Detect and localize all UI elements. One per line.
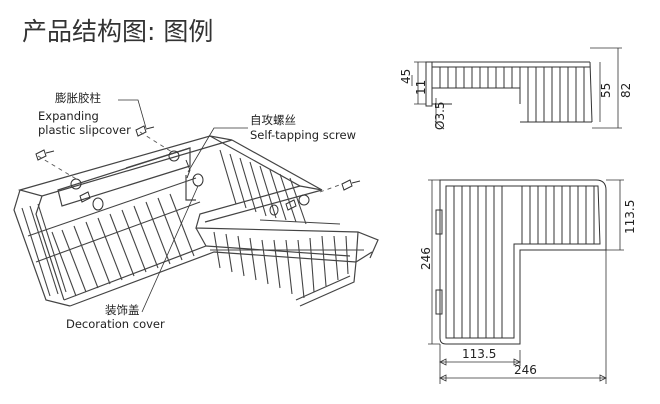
cover-label-cn: 装饰盖: [105, 303, 140, 317]
side-view-drawing: [411, 47, 622, 129]
screw-icon: [35, 125, 361, 211]
side-dim-45: 45: [399, 69, 413, 84]
expanding-label-en-2: plastic slipcover: [38, 123, 131, 137]
top-dim-113-5-vertical: 113.5: [623, 200, 637, 234]
basket-wires-back: [219, 149, 307, 225]
top-dim-246-vertical: 246: [419, 247, 433, 270]
basket-illustration: [13, 99, 379, 313]
basket-wires-left: [21, 193, 195, 297]
expanding-label-en-1: Expanding: [38, 109, 99, 123]
basket-wires-right: [213, 231, 349, 299]
top-dim-246-horizontal: 246: [514, 363, 537, 377]
screw-label-en: Self-tapping screw: [250, 128, 356, 142]
side-view-wires: [439, 67, 585, 122]
cover-label-en: Decoration cover: [66, 317, 165, 331]
expanding-label-cn: 膨胀胶柱: [55, 91, 101, 105]
side-dim-55: 55: [599, 83, 613, 98]
side-dim-hole: Ø3.5: [433, 101, 447, 130]
top-dim-113-5-horizontal: 113.5: [462, 347, 496, 361]
page-title: 产品结构图: 图例: [22, 17, 213, 46]
top-view-wires: [453, 186, 595, 338]
top-view-drawing: [428, 179, 624, 384]
screw-label-cn: 自攻螺丝: [250, 113, 296, 127]
side-dim-82: 82: [619, 83, 633, 98]
side-dim-11: 11: [414, 80, 428, 95]
